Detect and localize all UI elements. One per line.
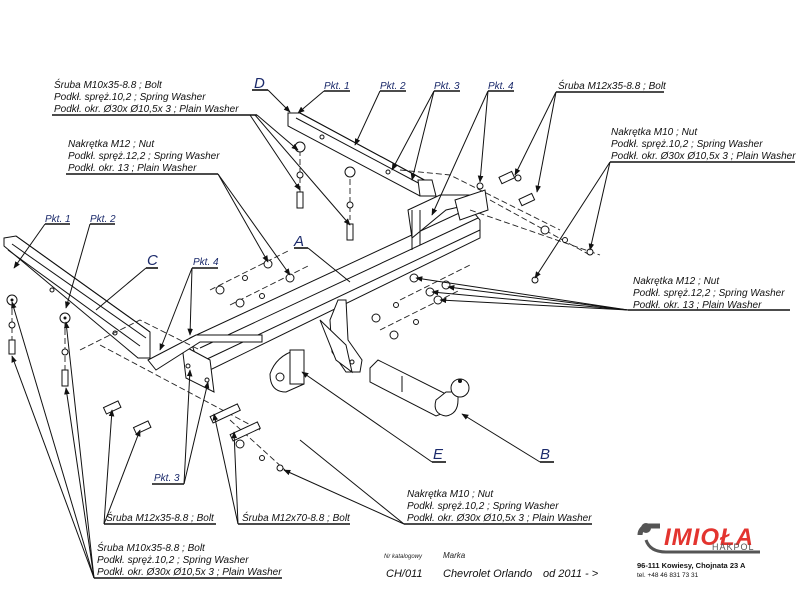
company-logo: IMIOŁA HAKPOL 96-111 Kowiesy, Chojnata 2… [637, 523, 760, 579]
callout-line: Podkł. okr. 13 ; Plain Washer [633, 300, 762, 311]
company-phone: tel. +48 46 831 73 31 [637, 572, 699, 579]
vehicle-name: Chevrolet Orlando [443, 568, 532, 580]
callout-line: Podkł. spręż.10,2 ; Spring Washer [97, 555, 249, 566]
callout-line: Nakrętka M10 ; Nut [407, 489, 494, 500]
point-label: Pkt. 2 [380, 81, 406, 92]
callout-bottom-bolt-m12x35: Śruba M12x35-8.8 ; Bolt [106, 511, 215, 524]
callout-line: Nakrętka M12 ; Nut [68, 139, 155, 150]
socket-plate [269, 349, 305, 393]
callout-line: Podkł. spręż.10,2 ; Spring Washer [611, 139, 763, 150]
part-c-bracket [3, 235, 151, 359]
part-label-e: E [433, 446, 444, 463]
logo-subtext: HAKPOL [712, 542, 755, 552]
callout-top-right-bolt: Śruba M12x35-8.8 ; Bolt [558, 79, 667, 92]
part-a-crossbar [147, 182, 489, 393]
part-label-a: A [293, 233, 304, 250]
callout-bottom-left-bolt: Śruba M10x35-8.8 ; Bolt Podkł. spręż.10,… [97, 541, 282, 578]
hitch-bracket [319, 299, 363, 374]
catalog-label: Nr katalogowy [384, 554, 423, 560]
make-label: Marka [443, 551, 466, 560]
callout-line: Podkł. okr. 13 ; Plain Washer [68, 163, 197, 174]
point-label: Pkt. 4 [193, 257, 219, 268]
callout-line: Śruba M10x35-8.8 ; Bolt [97, 541, 206, 554]
part-label-c: C [147, 252, 158, 269]
callout-top-left-bolt: Śruba M10x35-8.8 ; Bolt Podkł. spręż.10,… [54, 78, 239, 115]
callout-line: Podkł. spręż.10,2 ; Spring Washer [54, 92, 206, 103]
part-label-d: D [254, 75, 265, 92]
callout-line: Podkł. okr. Ø30x Ø10,5x 3 ; Plain Washer [407, 513, 592, 524]
point-label: Pkt. 2 [90, 214, 116, 225]
point-label: Pkt. 4 [488, 81, 514, 92]
logo-text: IMIOŁA [664, 524, 754, 551]
callout-bottom-bolt-m12x70: Śruba M12x70-8.8 ; Bolt [242, 511, 351, 524]
callout-line: Podkł. okr. Ø30x Ø10,5x 3 ; Plain Washer [54, 104, 239, 115]
callout-line: Podkł. okr. Ø30x Ø10,5x 3 ; Plain Washer [97, 567, 282, 578]
callout-line: Nakrętka M10 ; Nut [611, 127, 698, 138]
callout-line: Podkł. spręż.10,2 ; Spring Washer [407, 501, 559, 512]
point-label: Pkt. 3 [434, 81, 460, 92]
point-label: Pkt. 3 [154, 473, 180, 484]
part-label-b: B [540, 446, 550, 463]
vehicle-years: od 2011 - > [543, 568, 599, 580]
point-label: Pkt. 1 [45, 214, 71, 225]
part-b-ball-neck [369, 359, 470, 417]
callout-right-nut-m10: Nakrętka M10 ; Nut Podkł. spręż.10,2 ; S… [611, 127, 796, 162]
callout-line: Śruba M10x35-8.8 ; Bolt [54, 78, 163, 91]
callout-bottom-nut-m10: Nakrętka M10 ; Nut Podkł. spręż.10,2 ; S… [407, 489, 592, 524]
point-label: Pkt. 1 [324, 81, 350, 92]
tow-hook-icon [637, 523, 760, 554]
callout-top-left-nut: Nakrętka M12 ; Nut Podkł. spręż.12,2 ; S… [68, 139, 220, 174]
part-d-bracket [287, 112, 437, 197]
leader-lines [11, 89, 795, 579]
callout-line: Podkł. spręż.12,2 ; Spring Washer [68, 151, 220, 162]
title-block: Nr katalogowy CH/011 Marka Chevrolet Orl… [384, 551, 599, 580]
callout-right-nut-m12: Nakrętka M12 ; Nut Podkł. spręż.12,2 ; S… [633, 276, 785, 311]
company-address: 96-111 Kowiesy, Chojnata 23 A [637, 561, 746, 570]
callout-line: Podkł. spręż.12,2 ; Spring Washer [633, 288, 785, 299]
callout-line: Podkł. okr. Ø30x Ø10,5x 3 ; Plain Washer [611, 151, 796, 162]
catalog-number: CH/011 [386, 568, 422, 580]
callout-line: Nakrętka M12 ; Nut [633, 276, 720, 287]
